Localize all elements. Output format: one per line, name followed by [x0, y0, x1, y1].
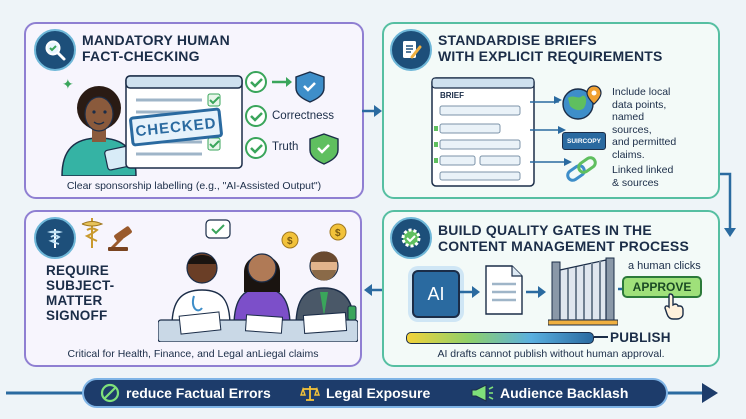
brief-form-illustration — [431, 77, 535, 187]
publish-progress-bar — [406, 332, 594, 344]
requirements-line: Include local — [612, 86, 671, 98]
panel4-title-line2: CONTENT MANAGEMENT PROCESS — [438, 238, 689, 254]
sparkle-icon: ✦ — [62, 76, 74, 92]
sources-tag: SUIRCOPY — [562, 132, 606, 150]
panel-standardise-briefs: STANDARDISE BRIEFS WITH EXPLICIT REQUIRE… — [382, 22, 720, 199]
requirements-text: Include local data points, named sources… — [612, 86, 676, 161]
caduceus-gavel-icon — [81, 218, 132, 251]
panel4-title-line1: BUILD QUALITY GATES IN THE — [438, 222, 652, 238]
panel1-caption: Clear sponsorship labelling (e.g., "AI-A… — [66, 180, 322, 192]
checked-stamp-text: CHECKED — [134, 114, 218, 140]
arrow-right-icon — [362, 105, 382, 117]
svg-text:$: $ — [335, 228, 341, 239]
ai-chip-label: AI — [427, 283, 445, 304]
requirements-line: and permitted — [612, 136, 677, 148]
chain-link-icon — [566, 156, 597, 182]
panel2-title-line1: STANDARDISE BRIEFS — [438, 32, 597, 48]
linked-sources-line: & sources — [612, 176, 659, 189]
panel3-title-line1: REQUIRE — [46, 263, 109, 278]
fact-checker-person-illustration — [61, 86, 137, 176]
panel1-title-line2: FACT-CHECKING — [82, 48, 200, 64]
truth-label: Truth — [272, 141, 299, 153]
requirements-line: sources, — [612, 123, 652, 136]
outcome-label-3: Audience Backlash — [500, 385, 629, 401]
publish-label: PUBLISH — [610, 330, 671, 345]
approve-button[interactable]: APPROVE — [622, 276, 702, 298]
bottom-arrow-tail — [6, 391, 84, 395]
sources-tag-text: SUIRCOPY — [567, 137, 601, 145]
panel1-title-line1: MANDATORY HUMAN — [82, 32, 230, 48]
bottom-arrow-head — [666, 383, 718, 403]
panel2-title: STANDARDISE BRIEFS WITH EXPLICIT REQUIRE… — [438, 32, 663, 64]
experts-signing-illustration: $ $ — [158, 219, 358, 342]
requirements-line: data points, — [612, 98, 667, 111]
megaphone-icon — [471, 384, 494, 402]
brief-label: BRIEF — [440, 91, 464, 100]
no-symbol-icon — [100, 383, 120, 403]
linked-sources-text: Linked linked & sources — [612, 164, 673, 189]
arrow-left-icon — [364, 284, 384, 296]
draft-document-icon — [485, 265, 523, 315]
panel1-title: MANDATORY HUMAN FACT-CHECKING — [82, 32, 230, 64]
outcome-legal-exposure: Legal Exposure — [300, 380, 430, 406]
human-clicks-label: a human clicks — [628, 260, 701, 272]
check-shield-illustration — [245, 71, 339, 165]
arrow-down-icon — [720, 172, 736, 237]
ai-chip-icon: AI — [412, 270, 460, 318]
pointer-hand-icon — [664, 293, 684, 320]
outcome-audience-backlash: Audience Backlash — [470, 380, 628, 406]
brief-connector-arrows — [530, 96, 572, 166]
caduceus-icon — [34, 217, 76, 259]
quality-gate-illustration — [548, 257, 618, 326]
panel-quality-gates: BUILD QUALITY GATES IN THE CONTENT MANAG… — [382, 210, 720, 367]
requirements-line: claims. — [612, 148, 645, 161]
panel4-title: BUILD QUALITY GATES IN THE CONTENT MANAG… — [438, 222, 689, 254]
panel3-caption: Critical for Health, Finance, and Legal … — [67, 348, 319, 360]
svg-text:$: $ — [287, 236, 293, 247]
panel3-title: REQUIRE SUBJECT- MATTER SIGNOFF — [46, 263, 114, 323]
panel3-title-line2: SUBJECT- — [46, 278, 115, 293]
outcome-reduce-factual-errors: reduce Factual Errors — [100, 380, 271, 406]
arrow-right-icon — [526, 286, 546, 298]
document-pen-icon — [390, 29, 432, 71]
panel4-caption: AI drafts cannot publish without human a… — [437, 348, 665, 360]
bottom-outcome-bar: reduce Factual Errors Legal Exposure Aud… — [82, 378, 668, 408]
outcome-label-2: Legal Exposure — [326, 385, 431, 401]
scales-icon — [300, 386, 320, 401]
panel2-title-line2: WITH EXPLICIT REQUIREMENTS — [438, 48, 663, 64]
magnifier-check-icon — [34, 29, 76, 71]
correctness-label: Correctness — [272, 110, 334, 122]
panel3-title-line4: SIGNOFF — [46, 308, 108, 323]
arrow-right-icon — [460, 286, 480, 298]
globe-location-icon — [562, 85, 602, 120]
publish-line — [594, 336, 608, 338]
outcome-label-1: reduce Factual Errors — [126, 385, 271, 401]
linked-sources-line: Linked linked — [612, 164, 674, 176]
panel-fact-checking: MANDATORY HUMAN FACT-CHECKING ✦ CHECKED — [24, 22, 364, 199]
panel-subject-matter-signoff: REQUIRE SUBJECT- MATTER SIGNOFF $ $ Crit… — [24, 210, 362, 367]
requirements-line: named — [612, 111, 645, 123]
approve-button-label: APPROVE — [632, 280, 692, 294]
gear-check-icon — [390, 217, 432, 259]
panel3-title-line3: MATTER — [46, 293, 103, 308]
